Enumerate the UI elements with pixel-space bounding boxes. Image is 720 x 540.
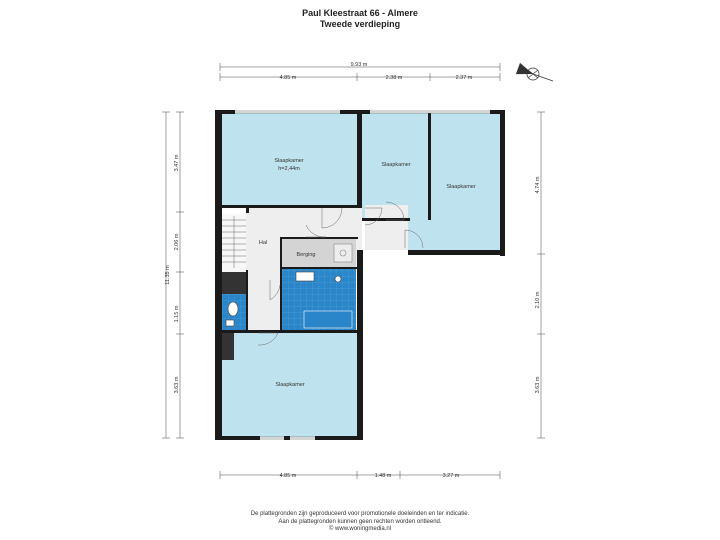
stairs [222,216,246,268]
label-bedroom-top-left: Slaapkamer [274,158,304,164]
dim-bottom-left: 4.85 m [280,473,297,479]
compass-icon [515,62,554,82]
room-fills [222,113,500,437]
washbasin [295,271,315,282]
dim-top-right: 2.37 m [456,75,473,81]
fixtures [225,243,353,329]
dim-bottom-right: 3.27 m [443,473,460,479]
label-hallway: Hal [259,240,267,246]
room-bedroom-top-mid [362,113,430,220]
shaft [222,272,246,294]
doors [257,201,424,346]
page-title: Paul Kleestraat 66 - Almere [302,8,418,18]
toilet [227,301,239,317]
boiler [333,243,353,263]
label-bedroom-height: h=2,44m [278,166,300,172]
dimension-top [219,63,501,81]
dimension-bottom [219,471,501,479]
label-bedroom-top-right: Slaapkamer [446,184,476,190]
footer-line-3: © www.woningmedia.nl [328,526,392,532]
label-bedroom-top-mid: Slaapkamer [381,162,411,168]
dim-left-1: 3.47 m [174,154,180,171]
label-storage: Berging [297,252,316,258]
dim-right-3: 3.63 m [535,376,541,393]
shaft-lower [222,330,234,360]
dim-top-left: 4.85 m [280,75,297,81]
label-bedroom-bottom: Slaapkamer [275,382,305,388]
dimension-right [537,111,545,439]
room-bedroom-bottom [222,333,357,437]
dim-left-3: 1.15 m [174,305,180,322]
footer-line-2: Aan de plattegronden kunnen geen rechten… [278,518,442,525]
footer-disclaimer: De plattegronden zijn geproduceerd voor … [0,511,720,534]
drain [334,275,342,283]
room-bedroom-top-left [222,113,357,205]
dim-top-total: 9.93 m [351,62,368,68]
footer-line-1: De plattegronden zijn geproduceerd voor … [250,511,470,517]
dim-right-1: 4.74 m [535,176,541,193]
dim-top-mid: 2.38 m [386,75,403,81]
page-subtitle: Tweede verdieping [319,19,401,29]
dim-right-2: 2.10 m [535,291,541,308]
walls [215,110,505,440]
toilet-sink [225,319,235,327]
windows [235,110,490,440]
dim-bottom-mid: 1.48 m [375,473,392,479]
shower [303,310,353,329]
dim-left-2: 2.06 m [174,233,180,250]
dim-left-total: 11.35 m [165,265,171,285]
dimension-left [162,111,184,439]
dim-left-4: 3.63 m [174,376,180,393]
